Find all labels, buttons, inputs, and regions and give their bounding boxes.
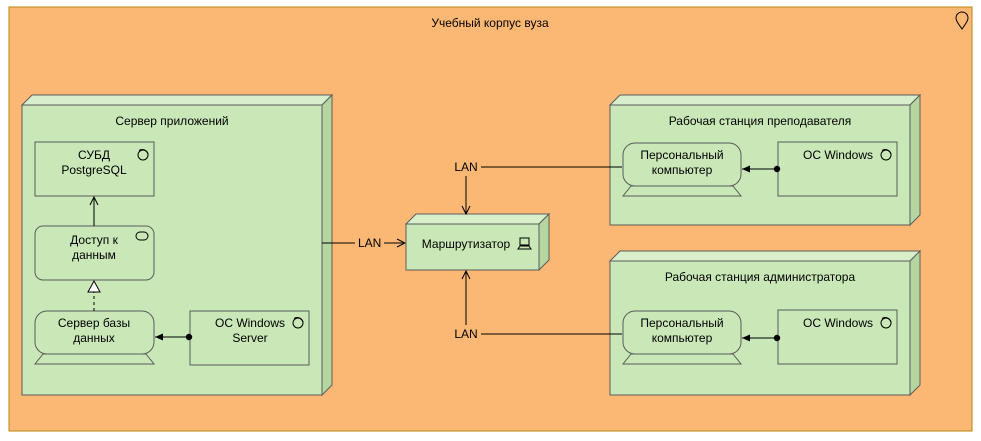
component-dbms[interactable]: СУБД PostgreSQL (34, 141, 155, 197)
component-label-line1: Доступ к (70, 233, 118, 247)
lan-label: LAN (454, 160, 477, 174)
node-front-face[interactable] (405, 223, 540, 271)
component-admin-pc[interactable]: Персональный компьютер (621, 310, 743, 365)
lan-label: LAN (358, 236, 381, 250)
node-label: Рабочая станция преподавателя (669, 114, 852, 128)
node-top-face (608, 94, 922, 106)
component-label-line2: Server (232, 331, 267, 345)
location-label: Учебный корпус вуза (431, 16, 549, 30)
component-teacher-pc[interactable]: Персональный компьютер (621, 142, 743, 197)
component-label-line1: ОС Windows (803, 316, 873, 330)
lan-link-teacher-router[interactable]: LAN (454, 160, 622, 214)
node-label: Маршрутизатор (422, 237, 511, 251)
component-db-server[interactable]: Сервер базы данных (33, 310, 156, 365)
component-label-line1: ОС Windows (215, 316, 285, 330)
service-icon (135, 231, 149, 241)
component-label-line1: Персональный (640, 316, 723, 330)
node-router[interactable]: Маршрутизатор (404, 212, 551, 272)
node-side-face (538, 212, 550, 272)
lan-link-server-router[interactable]: LAN (322, 236, 405, 250)
component-label-line2: данных (73, 331, 115, 345)
node-top-face (20, 94, 334, 106)
component-os-server[interactable]: ОС Windows Server (189, 310, 310, 366)
location-pin-icon (955, 11, 969, 30)
component-label-line2: данным (72, 248, 116, 262)
lan-link-admin-router[interactable]: LAN (454, 271, 622, 341)
component-label-line1: СУБД (78, 148, 110, 162)
lan-label: LAN (454, 327, 477, 341)
device-icon (517, 237, 532, 250)
component-label-line2: компьютер (652, 331, 713, 345)
component-data-access[interactable]: Доступ к данным (34, 225, 155, 281)
component-label-line1: Сервер базы (58, 316, 130, 330)
node-top-face (404, 213, 551, 225)
node-label: Сервер приложений (115, 114, 228, 128)
system-software-icon (880, 149, 892, 161)
node-label: Рабочая станция администратора (665, 270, 856, 284)
component-label-line1: ОС Windows (803, 148, 873, 162)
system-software-icon (292, 317, 304, 329)
system-software-icon (137, 149, 149, 161)
node-side-face (321, 93, 333, 397)
node-side-face (909, 93, 921, 227)
node-top-face (608, 250, 922, 262)
system-software-icon (880, 317, 892, 329)
node-side-face (909, 249, 921, 397)
component-teacher-os[interactable]: ОС Windows (777, 141, 898, 197)
component-label-line1: Персональный (640, 148, 723, 162)
component-label-line2: компьютер (652, 163, 713, 177)
component-label-line2: PostgreSQL (61, 163, 127, 177)
component-admin-os[interactable]: ОС Windows (777, 309, 898, 365)
